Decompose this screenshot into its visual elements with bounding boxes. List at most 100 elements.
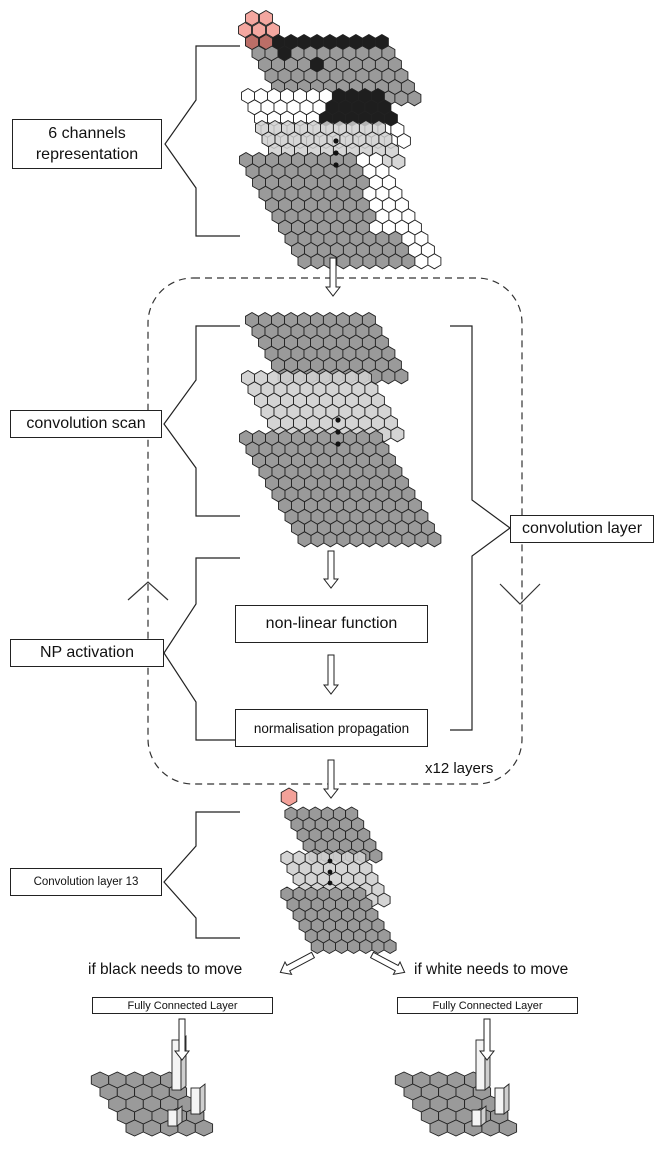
conv13-board (280, 787, 397, 955)
hex-cell (359, 938, 373, 955)
arrow-down-icon (322, 654, 340, 695)
highlight-cell (238, 21, 252, 39)
convolution-layer-label: convolution layer (510, 515, 654, 543)
hex-cell (401, 253, 416, 270)
hex-cell (310, 253, 325, 270)
hex-cell (369, 848, 383, 864)
probability-bar-side (176, 1105, 183, 1127)
hex-cell (323, 531, 338, 548)
output-hex-cell (446, 1119, 466, 1137)
hex-cell (335, 938, 349, 955)
stone-dot (333, 138, 339, 144)
probability-bar (494, 1087, 505, 1115)
hex-cell (401, 531, 416, 548)
stone-dot (335, 429, 341, 435)
fully-connected-layer-right: Fully Connected Layer (397, 997, 578, 1014)
hex-cell (388, 253, 403, 270)
hex-cell (336, 531, 351, 548)
input-representation-label: 6 channels representation (12, 119, 162, 169)
arrow-diagonal-right-icon (369, 951, 406, 975)
probability-bar (167, 1109, 178, 1127)
highlight-cell (259, 9, 273, 27)
np-activation-label: NP activation (10, 639, 164, 667)
output-hex-cell (194, 1119, 214, 1137)
probability-bar-side (480, 1105, 487, 1127)
hex-cell (349, 531, 364, 548)
hex-cell (362, 253, 377, 270)
stone-dot (327, 858, 333, 864)
highlight-cell (252, 21, 266, 39)
output-hex-cell (429, 1119, 448, 1137)
normalisation-propagation-box: normalisation propagation (235, 709, 428, 747)
highlight-cell (280, 787, 298, 807)
arrow-down-icon (324, 257, 342, 297)
hex-cell (347, 938, 361, 955)
empty-cell (396, 132, 411, 150)
hex-cell (362, 531, 377, 548)
stone-dot (335, 441, 341, 447)
arrow-down-icon (322, 759, 340, 799)
output-hex-cell (498, 1119, 518, 1137)
hex-cell (391, 153, 406, 170)
white-branch-label: if white needs to move (414, 961, 569, 978)
brace-convolution-scan (163, 325, 240, 517)
stone-dot (327, 869, 333, 875)
hex-cell (297, 253, 312, 270)
arrow-down-icon (173, 1018, 191, 1061)
arrow-down-icon (322, 550, 340, 589)
input-board (238, 9, 442, 270)
non-linear-function-box: non-linear function (235, 605, 428, 643)
black-branch-label: if black needs to move (88, 961, 243, 978)
hex-cell (310, 938, 324, 955)
hex-cell (390, 426, 405, 443)
hex-cell (297, 531, 312, 548)
stone-dot (333, 150, 339, 156)
probability-bar-side (199, 1083, 206, 1115)
convolution-scan-label: convolution scan (10, 410, 162, 438)
hex-cell (383, 938, 397, 955)
arrow-down-icon (478, 1018, 496, 1061)
loop-arrow-down-icon (499, 583, 541, 605)
hex-cell (394, 90, 409, 107)
loop-arrow-up-icon (127, 581, 169, 601)
hex-cell (322, 938, 336, 955)
fully-connected-layer-left: Fully Connected Layer (92, 997, 273, 1014)
highlight-cell (245, 9, 259, 27)
probability-bar-side (503, 1083, 510, 1115)
hex-cell (336, 253, 351, 270)
hex-cell (375, 253, 390, 270)
hex-cell (414, 531, 429, 548)
probability-bar (190, 1087, 201, 1115)
stone-dot (333, 162, 339, 168)
probability-bar (471, 1109, 482, 1127)
hex-cell (371, 938, 385, 955)
brace-layer-13 (163, 811, 240, 939)
stone-dot (335, 417, 341, 423)
highlight-cell (266, 21, 280, 39)
brace-np-activation (163, 557, 240, 741)
brace-input (164, 45, 240, 237)
convolution-board (239, 311, 442, 548)
brace-convolution-layer (450, 325, 512, 731)
white-edge-cell (427, 253, 442, 270)
hex-cell (427, 531, 442, 548)
hex-cell (377, 892, 391, 908)
repeat-count-label: x12 layers (425, 760, 494, 777)
output-hex-cell (142, 1119, 162, 1137)
white-edge-cell (414, 253, 429, 270)
black-output-board (90, 1035, 214, 1137)
convolution-layer-13-label: Convolution layer 13 (10, 868, 162, 896)
hex-cell (381, 368, 396, 385)
hex-cell (388, 531, 403, 548)
hex-cell (349, 253, 364, 270)
highlight-cell (259, 33, 273, 51)
arrow-diagonal-left-icon (279, 951, 316, 975)
hex-cell (375, 531, 390, 548)
highlight-cell (245, 33, 259, 51)
stone-dot (327, 880, 333, 886)
hex-cell (407, 90, 422, 107)
hex-cell (394, 368, 409, 385)
hex-cell (310, 531, 325, 548)
output-hex-cell (125, 1119, 144, 1137)
